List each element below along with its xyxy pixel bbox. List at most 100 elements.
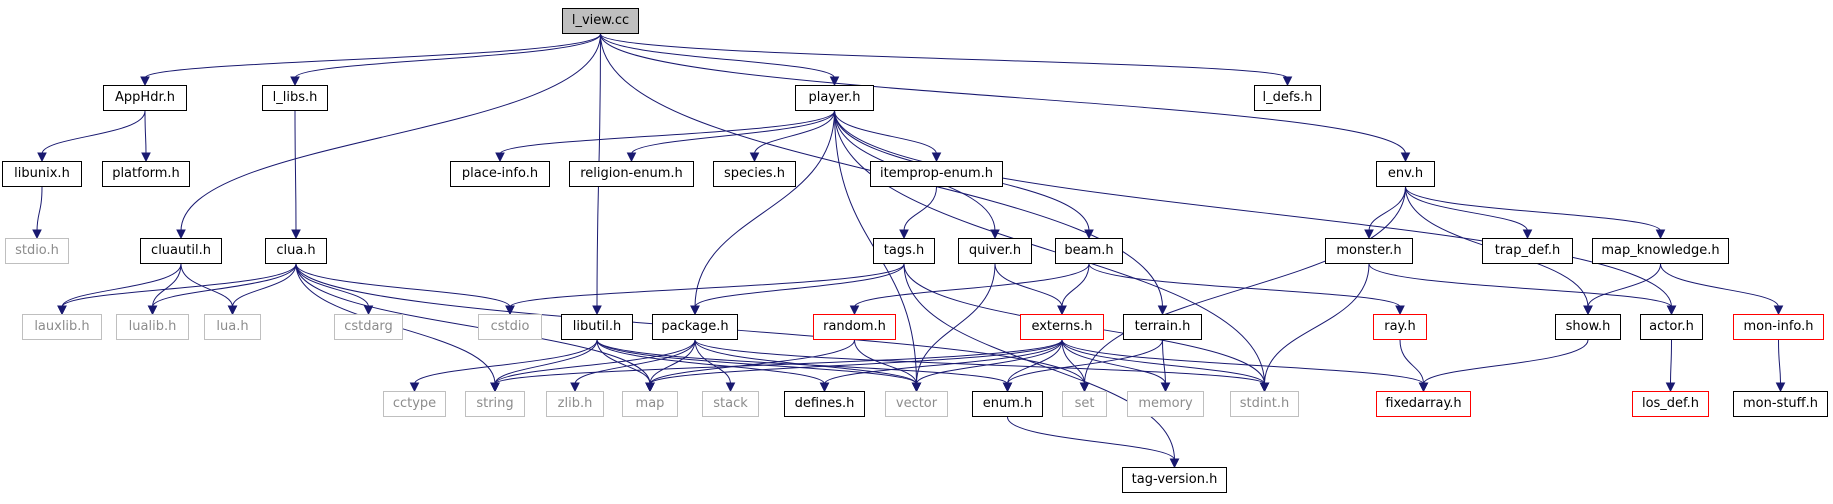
edge-l-view-cc-to-cluautil-h: [180, 33, 601, 232]
node-stdio-h[interactable]: stdio.h: [5, 238, 69, 264]
edge-arrowhead: [495, 152, 505, 163]
edge-arrowhead: [1522, 229, 1533, 240]
edge-libutil-h-to-defines-h: [596, 339, 825, 385]
edge-arrowhead: [1655, 229, 1666, 240]
node-package-h[interactable]: package.h: [652, 314, 738, 340]
node-random-h[interactable]: random.h: [813, 314, 896, 340]
node-apphdr-h[interactable]: AppHdr.h: [103, 85, 187, 111]
edge-package-h-to-stdint-h: [694, 339, 1265, 385]
edge-arrowhead: [140, 76, 150, 87]
edge-package-h-to-string: [494, 339, 696, 385]
edge-cluautil-h-to-lua-h: [180, 263, 233, 308]
edge-package-h-to-stack: [694, 339, 731, 385]
edge-terrain-h-to-memory: [1162, 339, 1166, 385]
edge-arrowhead: [1775, 382, 1786, 393]
node-l-defs-h[interactable]: l_defs.h: [1254, 85, 1321, 111]
edge-externs-h-to-vector: [916, 339, 1063, 385]
node-memory[interactable]: memory: [1127, 391, 1204, 417]
node-itemprop-enum-h[interactable]: itemprop-enum.h: [870, 161, 1003, 187]
node-species-h[interactable]: species.h: [713, 161, 796, 187]
edge-arrowhead: [849, 305, 860, 316]
edge-arrowhead: [409, 382, 420, 393]
edge-arrowhead: [829, 76, 840, 87]
node-zlib-h[interactable]: zlib.h: [546, 391, 604, 417]
edge-libunix-h-to-stdio-h: [36, 186, 43, 232]
edge-arrowhead: [1002, 382, 1013, 393]
edge-arrowhead: [1157, 305, 1168, 316]
node-cstdio[interactable]: cstdio: [478, 314, 542, 340]
edge-arrowhead: [626, 152, 637, 163]
edge-random-h-to-vector: [854, 339, 917, 385]
node-libutil-h[interactable]: libutil.h: [561, 314, 633, 340]
node-cluautil-h[interactable]: cluautil.h: [140, 238, 222, 264]
node-mon-stuff-h[interactable]: mon-stuff.h: [1733, 391, 1828, 417]
node-tags-h[interactable]: tags.h: [873, 238, 935, 264]
edge-externs-h-to-defines-h: [824, 339, 1063, 385]
node-tag-version-h[interactable]: tag-version.h: [1122, 467, 1227, 493]
edge-map-knowledge-h-to-mon-info-h: [1660, 263, 1779, 308]
node-actor-h[interactable]: actor.h: [1640, 314, 1703, 340]
edge-externs-h-to-enum-h: [1007, 339, 1063, 385]
edge-arrowhead: [899, 229, 909, 240]
node-platform-h[interactable]: platform.h: [102, 161, 190, 187]
edge-arrowhead: [1583, 305, 1593, 316]
node-cctype[interactable]: cctype: [383, 391, 446, 417]
node-env-h[interactable]: env.h: [1376, 161, 1435, 187]
node-lualib-h[interactable]: lualib.h: [116, 314, 189, 340]
edge-clua-h-to-cstdarg: [295, 263, 369, 308]
edge-arrowhead: [592, 305, 602, 316]
edge-arrowhead: [291, 229, 301, 240]
node-trap-def-h[interactable]: trap_def.h: [1482, 238, 1573, 264]
edge-actor-h-to-los-def-h: [1670, 339, 1672, 385]
node-terrain-h[interactable]: terrain.h: [1123, 314, 1202, 340]
edge-player-h-to-religion-enum-h: [631, 110, 835, 155]
node-mon-info-h[interactable]: mon-info.h: [1733, 314, 1824, 340]
edge-tags-h-to-package-h: [694, 263, 905, 308]
edge-arrowhead: [57, 305, 67, 316]
node-string[interactable]: string: [465, 391, 525, 417]
node-show-h[interactable]: show.h: [1555, 314, 1621, 340]
node-l-view-cc[interactable]: l_view.cc: [562, 8, 639, 34]
node-enum-h[interactable]: enum.h: [972, 391, 1043, 417]
edge-show-h-to-fixedarray-h: [1423, 339, 1589, 385]
edge-arrowhead: [1079, 382, 1090, 393]
node-l-libs-h[interactable]: l_libs.h: [262, 85, 328, 111]
node-los-def-h[interactable]: los_def.h: [1632, 391, 1709, 417]
node-lauxlib-h[interactable]: lauxlib.h: [22, 314, 102, 340]
node-clua-h[interactable]: clua.h: [265, 238, 327, 264]
edge-package-h-to-map: [649, 339, 696, 385]
node-map[interactable]: map: [622, 391, 678, 417]
node-ray-h[interactable]: ray.h: [1373, 314, 1427, 340]
node-lua-h[interactable]: lua.h: [204, 314, 261, 340]
node-map-knowledge-h[interactable]: map_knowledge.h: [1592, 238, 1729, 264]
node-player-h[interactable]: player.h: [795, 85, 874, 111]
node-beam-h[interactable]: beam.h: [1055, 238, 1123, 264]
node-quiver-h[interactable]: quiver.h: [958, 238, 1032, 264]
node-vector[interactable]: vector: [885, 391, 948, 417]
edge-cluautil-h-to-lauxlib-h: [61, 263, 182, 308]
edge-l-view-cc-to-player-h: [600, 33, 835, 79]
edge-player-h-to-stdint-h: [834, 110, 1265, 385]
node-libunix-h[interactable]: libunix.h: [2, 161, 82, 187]
node-stack[interactable]: stack: [702, 391, 759, 417]
edge-env-h-to-trap-def-h: [1405, 186, 1528, 232]
edge-arrowhead: [1395, 305, 1405, 316]
node-stdint-h[interactable]: stdint.h: [1230, 391, 1299, 417]
node-fixedarray-h[interactable]: fixedarray.h: [1376, 391, 1471, 417]
edge-clua-h-to-map: [295, 263, 651, 385]
node-externs-h[interactable]: externs.h: [1020, 314, 1104, 340]
node-set[interactable]: set: [1062, 391, 1107, 417]
edge-l-view-cc-to-l-libs-h: [294, 33, 601, 79]
node-monster-h[interactable]: monster.h: [1325, 238, 1413, 264]
edge-externs-h-to-string: [494, 339, 1063, 385]
edge-arrowhead: [1364, 229, 1374, 240]
edge-mon-info-h-to-mon-stuff-h: [1778, 339, 1781, 385]
edge-arrowhead: [749, 152, 760, 163]
edge-arrowhead: [725, 382, 736, 393]
edge-arrowhead: [570, 382, 580, 393]
edge-externs-h-to-map: [649, 339, 1063, 385]
node-place-info-h[interactable]: place-info.h: [450, 161, 550, 187]
node-defines-h[interactable]: defines.h: [784, 391, 865, 417]
node-cstdarg[interactable]: cstdarg: [334, 314, 403, 340]
node-religion-enum-h[interactable]: religion-enum.h: [569, 161, 694, 187]
